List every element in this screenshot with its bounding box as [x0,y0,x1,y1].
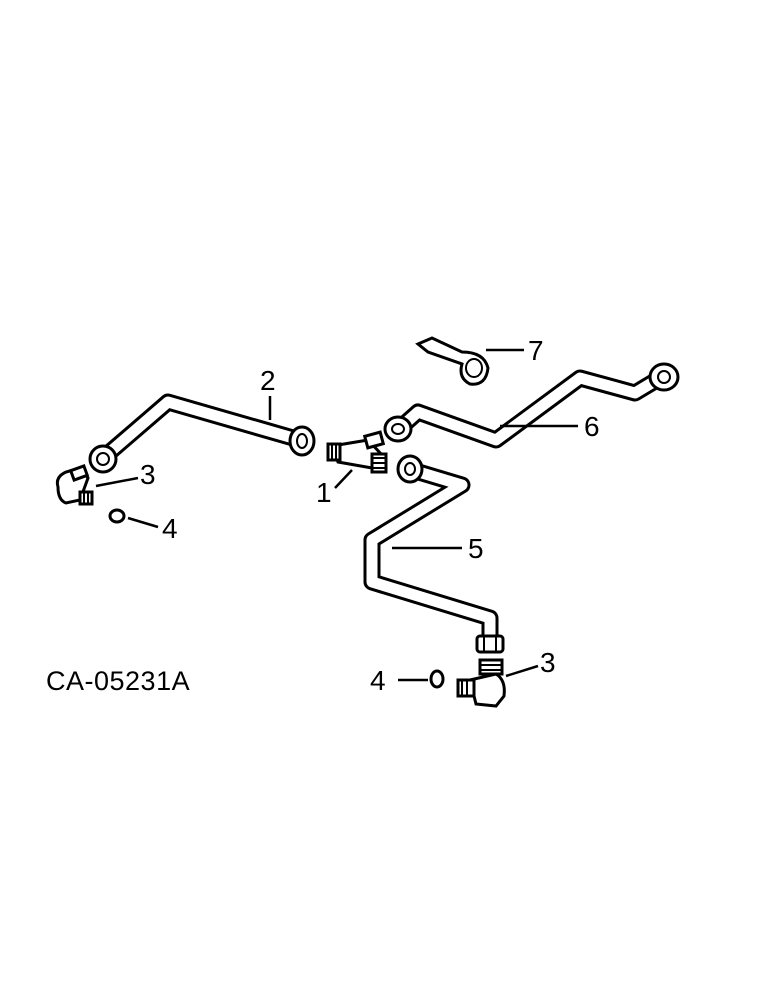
callout-5: 5 [468,533,484,564]
callout-3-left: 3 [140,459,156,490]
tube-2-nut-left [88,444,118,474]
tube-6-nut-right [648,362,680,392]
tube-2-nut-right [288,425,316,457]
clamp-part-7 [415,336,490,386]
tube-part-6 [383,362,680,449]
drawing-code: CA-05231A [46,666,190,696]
leader-line-3-right [505,664,539,678]
callout-7: 7 [528,335,544,366]
tube-6-nut-left [383,415,413,443]
o-ring-part-4-right [429,669,445,689]
leader-line-4-left [127,516,159,529]
elbow-fitting-part-3-right [456,658,506,708]
tube-5-nut-top [396,454,424,484]
elbow-fitting-part-3-left [55,463,94,506]
tube-part-5 [363,454,505,654]
callout-3-right: 3 [540,647,556,678]
leader-line-3-left [95,476,139,488]
leader-line-1 [334,469,353,489]
callout-2: 2 [260,365,276,396]
callout-4-right: 4 [370,665,386,696]
tee-fitting-part-1 [326,430,388,474]
tube-part-2 [88,393,316,474]
callout-6: 6 [584,411,600,442]
o-ring-part-4-left [108,508,126,524]
callout-1: 1 [316,477,332,508]
callout-4-left: 4 [162,513,178,544]
tube-5-nut-bottom [475,634,505,654]
